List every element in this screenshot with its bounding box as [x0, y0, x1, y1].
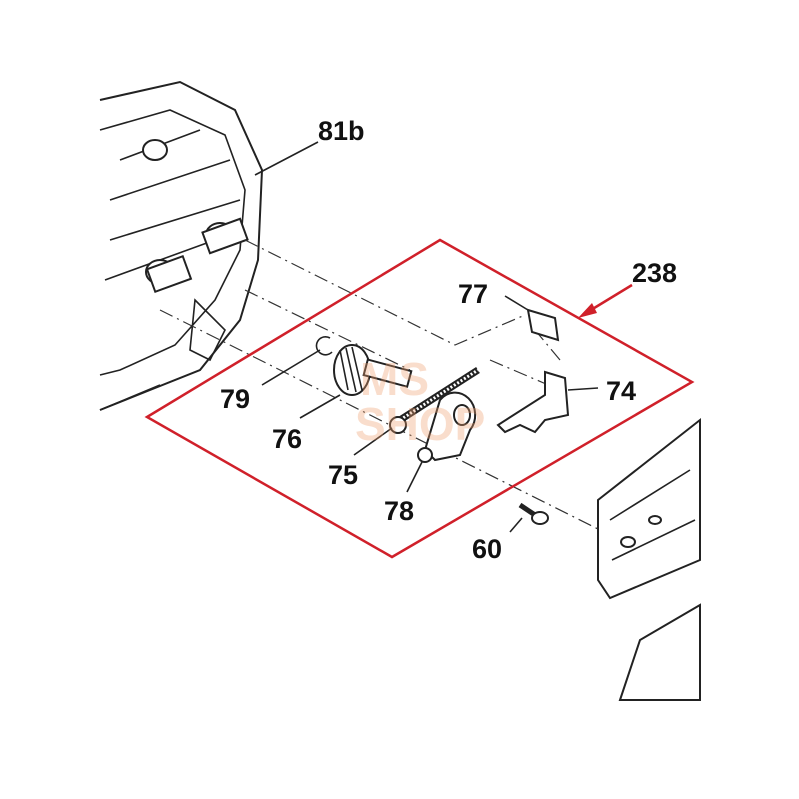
svg-text:SHOP: SHOP [355, 398, 485, 450]
worm-gear-part [333, 344, 413, 396]
housing-part [99, 80, 264, 411]
watermark-logo: MS SHOP [355, 353, 485, 450]
callout-77: 77 [458, 279, 488, 309]
callout-76: 76 [272, 424, 302, 454]
callout-74: 74 [606, 376, 636, 406]
plate-part [526, 308, 560, 342]
circlip-part [315, 335, 333, 356]
kit-outline [144, 238, 695, 559]
guide-bar-part [597, 417, 701, 701]
screw-part [518, 502, 549, 525]
callout-81b: 81b [318, 116, 365, 146]
svg-text:MS: MS [360, 353, 429, 405]
callout-75: 75 [328, 460, 358, 490]
oil-pump-part [389, 367, 480, 463]
callout-78: 78 [384, 496, 414, 526]
callout-238: 238 [632, 258, 677, 288]
lever-part [496, 370, 570, 434]
leader-lines [254, 141, 599, 533]
callout-79: 79 [220, 384, 250, 414]
callout-60: 60 [472, 534, 502, 564]
kit-arrow [578, 283, 633, 318]
